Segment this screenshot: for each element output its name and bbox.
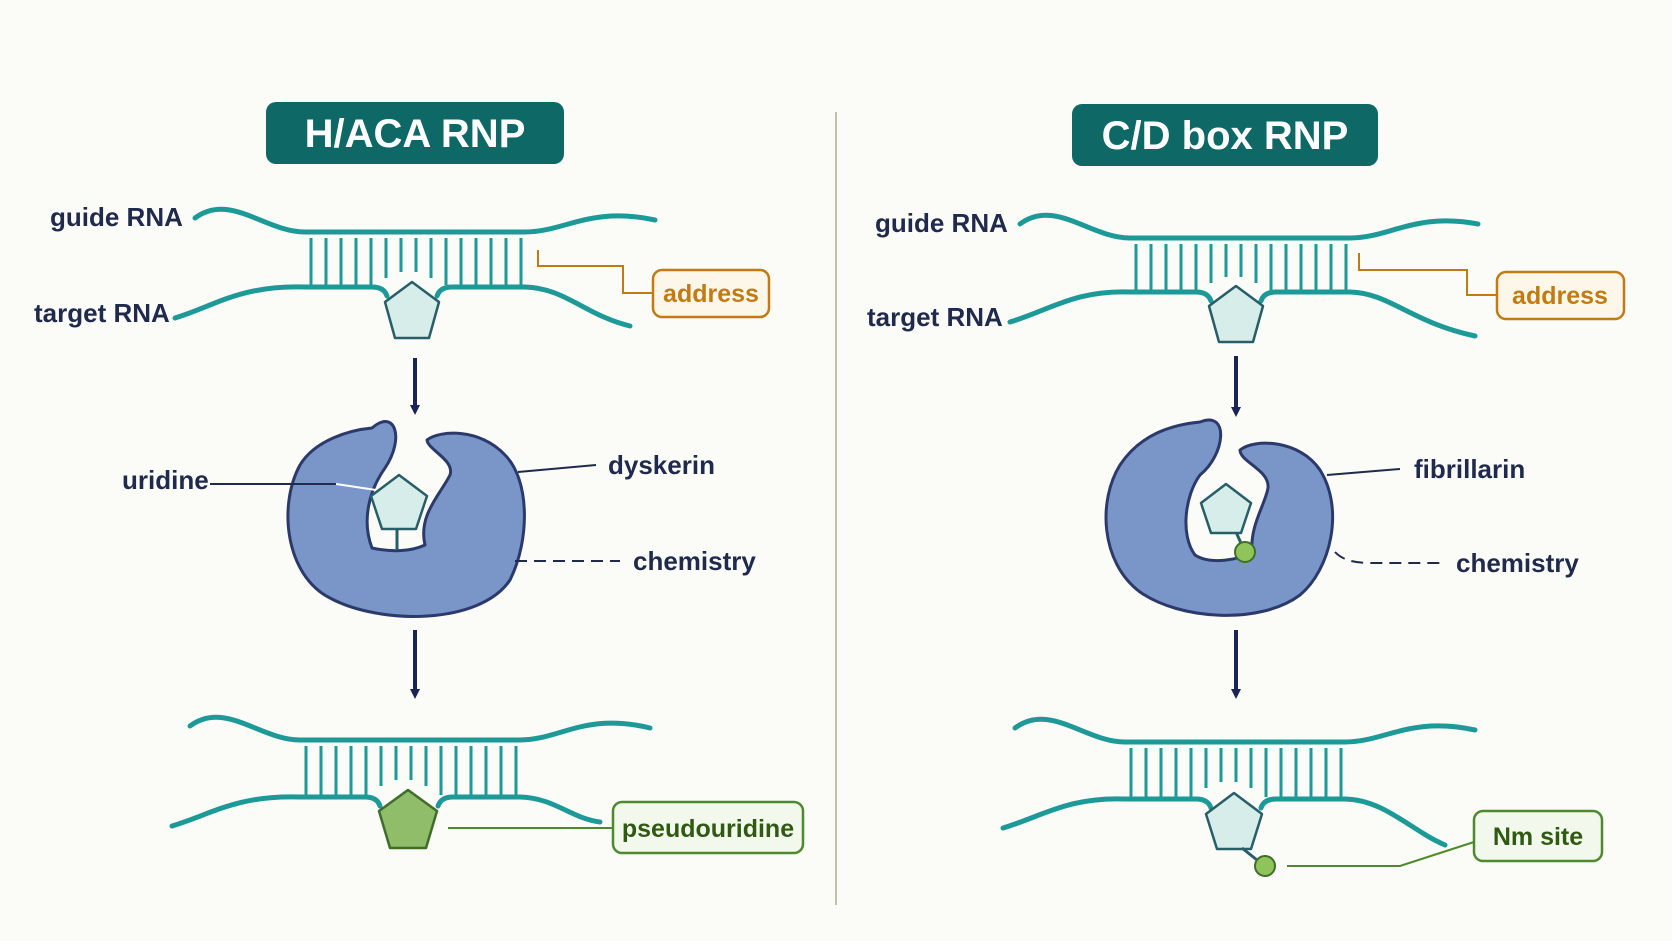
panel-haca: H/ACA RNP guide RNA target RNA address: [34, 102, 805, 855]
panel-cd: C/D box RNP guide RNA target RNA address: [867, 104, 1626, 877]
product-leader: [1287, 841, 1475, 867]
uridine-label: uridine: [122, 465, 209, 495]
guide-rna-label: guide RNA: [50, 202, 183, 232]
target-base-pentagon: [383, 280, 441, 340]
guide-strand: [187, 714, 653, 743]
guide-rna-label: guide RNA: [875, 208, 1008, 238]
dyskerin-enzyme: [286, 420, 526, 618]
target-strand-left: [1007, 289, 1214, 325]
duplex-before-cd: [1007, 212, 1481, 344]
title-haca: H/ACA RNP: [305, 112, 526, 156]
title-box-haca: [266, 102, 564, 164]
target-strand-right: [435, 794, 603, 825]
target-strand-left: [172, 284, 390, 321]
product-box: [1472, 809, 1604, 863]
methyl-group-circle: [1234, 541, 1256, 563]
duplex-after-cd: [1000, 716, 1478, 877]
target-strand-right: [1258, 796, 1448, 848]
title-box-cd: [1072, 104, 1378, 166]
target-rna-label: target RNA: [34, 298, 170, 328]
fibrillarin-protein: [1104, 418, 1335, 617]
uridine-leader-2: [335, 483, 377, 491]
uridine-pentagon: [369, 473, 429, 531]
duplex-before-haca: [172, 206, 658, 340]
target-strand-right: [434, 284, 633, 329]
nm-site-label: Nm site: [1493, 823, 1583, 851]
address-label: address: [1512, 282, 1608, 310]
title-cd: C/D box RNP: [1102, 114, 1349, 158]
address-box: [1495, 270, 1626, 321]
dyskerin-label: dyskerin: [608, 450, 715, 480]
fibrillarin-enzyme: [1104, 418, 1335, 617]
target-base-pentagon: [1207, 284, 1265, 344]
dyskerin-leader: [517, 464, 597, 473]
chemistry-label: chemistry: [1456, 548, 1579, 578]
guide-strand: [1017, 212, 1481, 241]
chemistry-label: chemistry: [633, 546, 756, 576]
address-label: address: [663, 280, 759, 308]
pseudouridine-label: pseudouridine: [622, 815, 794, 843]
target-rna-label: target RNA: [867, 302, 1003, 332]
guide-strand: [1012, 716, 1478, 745]
nm-base-pentagon: [1204, 791, 1264, 851]
dyskerin-protein: [286, 420, 526, 618]
product-box: [611, 800, 805, 855]
target-strand-left: [169, 794, 383, 829]
base-pairs: [309, 238, 523, 285]
base-pairs: [304, 746, 518, 795]
fibrillarin-label: fibrillarin: [1414, 454, 1525, 484]
duplex-after-haca: [169, 714, 653, 850]
substrate-pentagon: [1199, 482, 1253, 535]
pseudouridine-pentagon: [377, 788, 439, 850]
address-leader: [537, 250, 653, 294]
methyl-group-circle: [1254, 855, 1276, 877]
guide-strand: [192, 206, 658, 235]
target-strand-right: [1258, 289, 1478, 339]
chemistry-leader: [1334, 551, 1445, 564]
base-pairs: [1129, 748, 1343, 797]
base-pairs: [1134, 244, 1348, 290]
target-strand-left: [1000, 796, 1214, 831]
address-leader: [1358, 253, 1497, 296]
address-box: [651, 268, 771, 319]
fibrillarin-leader: [1326, 468, 1401, 476]
